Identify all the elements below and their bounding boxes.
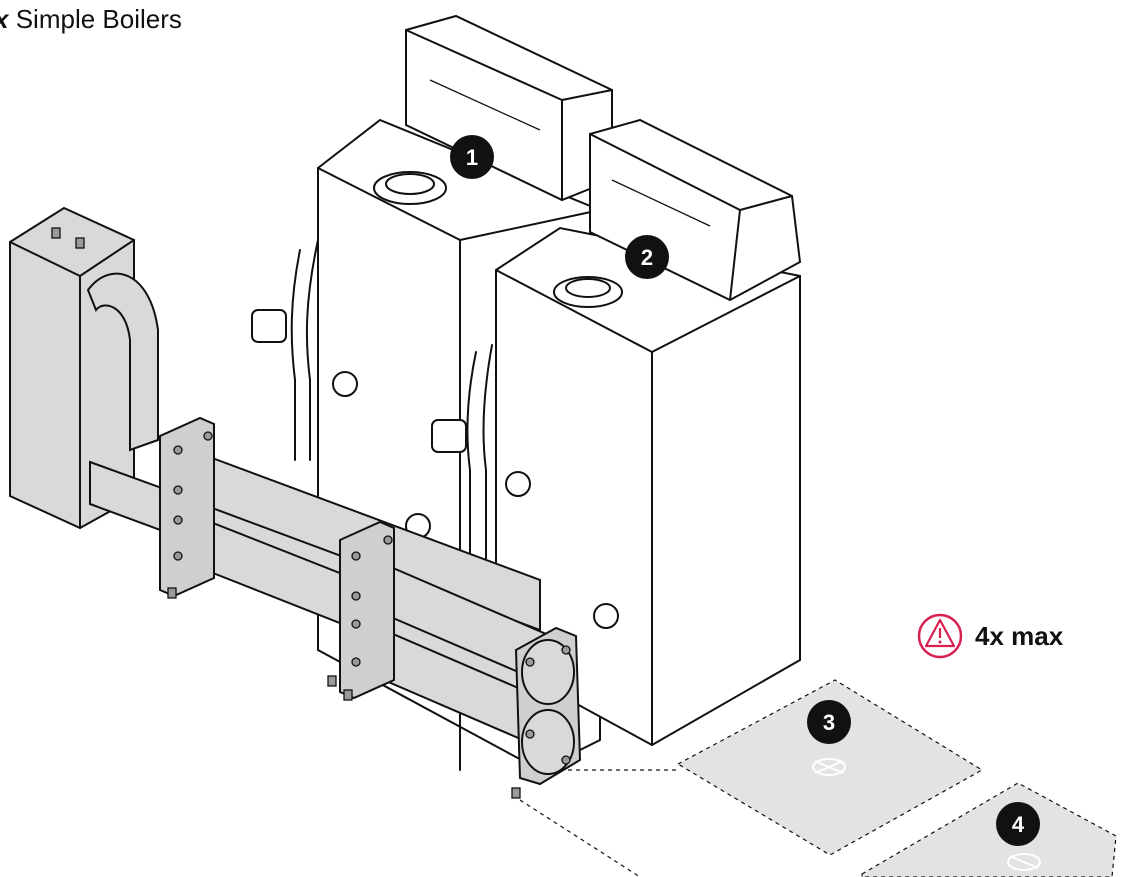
boiler-pipework — [251, 239, 619, 629]
boiler-2-flue-outlet — [553, 276, 623, 308]
warning-text: 4x max — [975, 621, 1064, 651]
marker-2: 2 — [625, 235, 669, 279]
header-flange-2 — [339, 520, 395, 700]
hydraulic-separator — [9, 206, 159, 530]
title-prefix: x — [0, 4, 8, 34]
marker-1-label: 1 — [466, 145, 478, 170]
boiler-1-flue-outlet — [373, 171, 447, 205]
marker-3-label: 3 — [823, 710, 835, 735]
header-support-feet — [167, 587, 521, 799]
title-text: Simple Boilers — [15, 4, 182, 34]
marker-1: 1 — [450, 135, 494, 179]
header-flange-1 — [159, 416, 215, 598]
pad-symbol-4 — [1007, 853, 1041, 871]
floor-pad-3 — [676, 679, 984, 856]
marker-4: 4 — [996, 802, 1040, 846]
floor-pad-4 — [861, 782, 1117, 877]
extension-guide-lower — [519, 799, 641, 877]
marker-2-label: 2 — [641, 245, 653, 270]
diagram-title: x Simple Boilers — [0, 4, 182, 35]
warning-triangle-icon — [917, 613, 963, 659]
pad-symbol-3 — [812, 758, 846, 776]
header-end-caps — [514, 626, 582, 786]
marker-3: 3 — [807, 700, 851, 744]
marker-4-label: 4 — [1012, 812, 1025, 837]
max-boilers-warning: 4x max — [917, 613, 1064, 659]
